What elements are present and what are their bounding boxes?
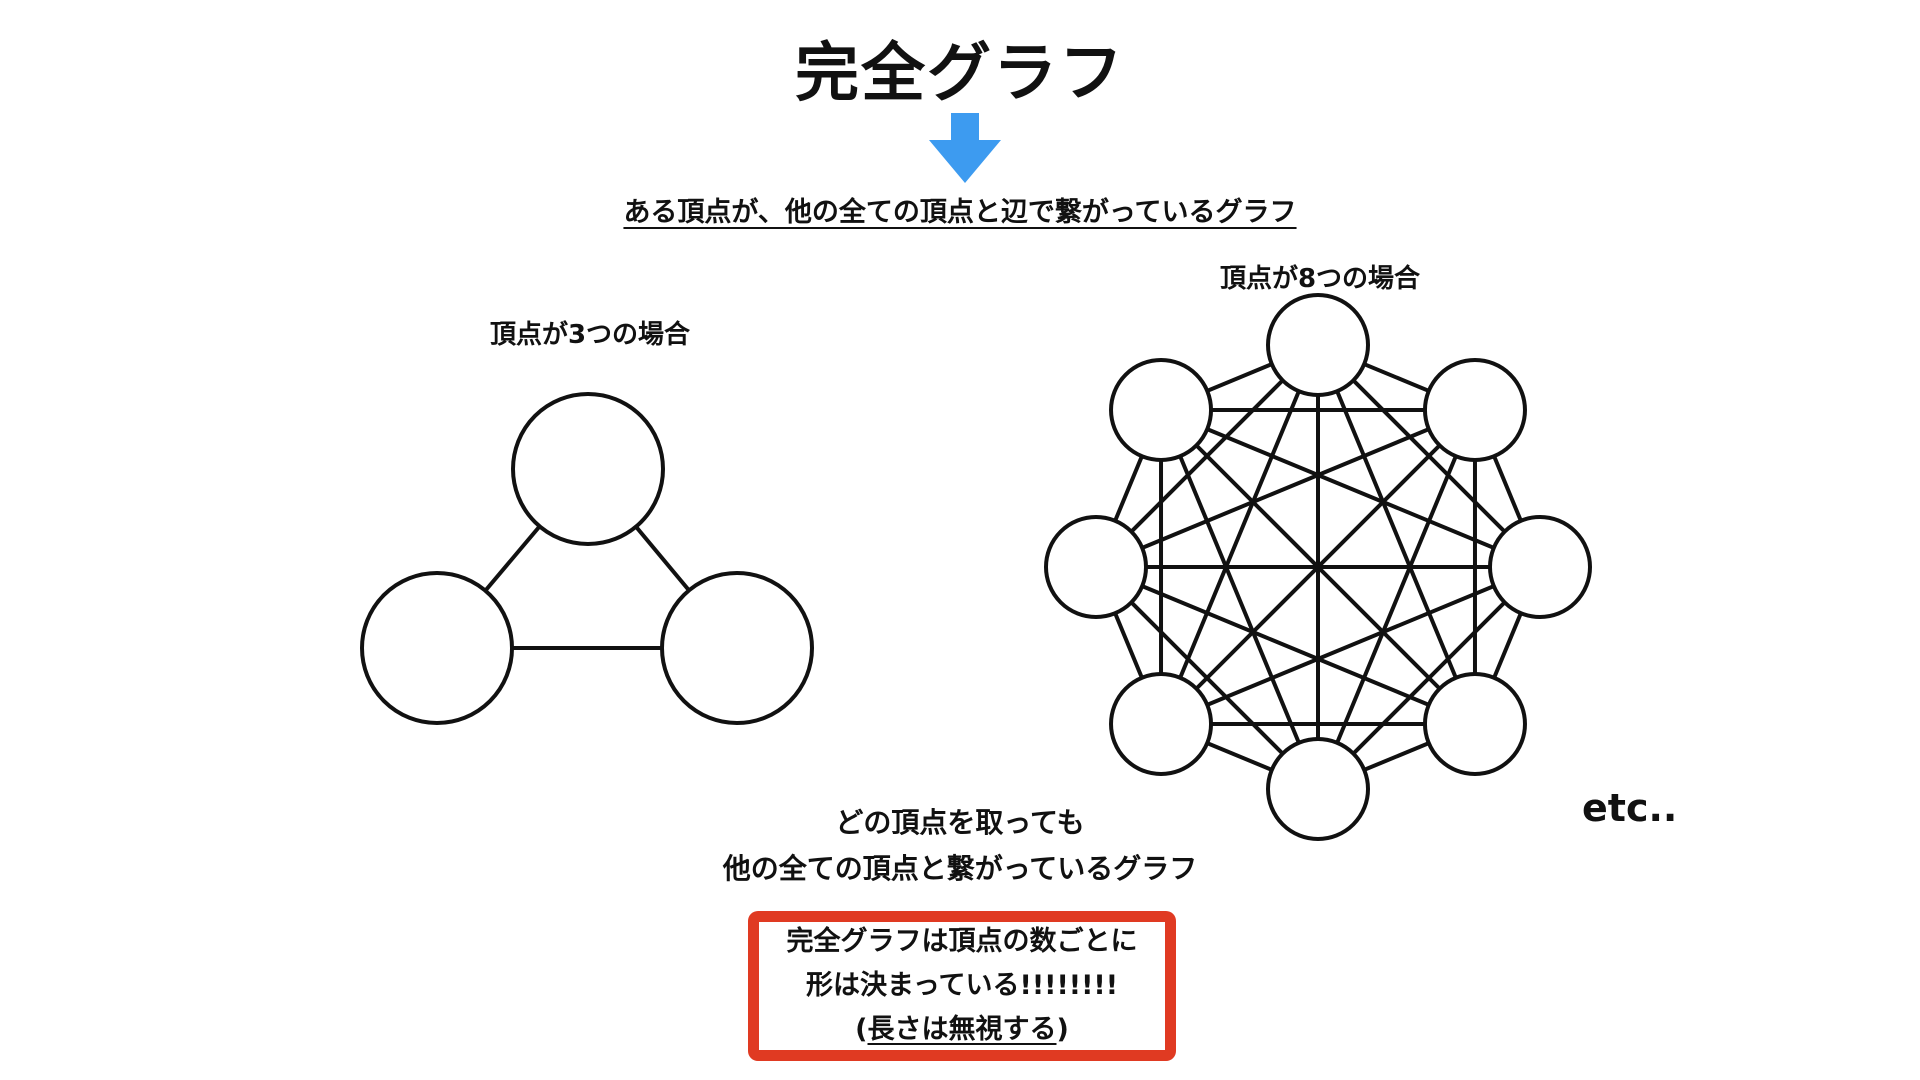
k8-edge	[1160, 408, 1541, 569]
note-underlined-text: 長さは無視する	[867, 1014, 1057, 1045]
page-title: 完全グラフ	[795, 37, 1125, 111]
summary-line-1: どの頂点を取っても	[835, 806, 1085, 839]
k8-edge	[1094, 565, 1320, 791]
k3-vertex	[360, 571, 514, 725]
complete-graph-k8	[1044, 293, 1592, 841]
k8-vertex	[1044, 515, 1148, 619]
k8-vertex	[1422, 358, 1527, 463]
k3-vertex	[511, 392, 665, 546]
k8-vertex	[1422, 671, 1527, 776]
k8-vertex	[1266, 737, 1370, 841]
k8-edge	[1159, 408, 1477, 726]
k8-vertex	[1266, 293, 1370, 397]
k3-vertex	[660, 571, 814, 725]
definition-text: ある頂点が、他の全ての頂点と辺で繋がっているグラフ	[623, 197, 1297, 228]
k3-label: 頂点が3つの場合	[489, 320, 691, 350]
k8-edge	[1159, 409, 1320, 790]
note-line-2: 形は決まっている!!!!!!!!	[805, 970, 1119, 1001]
k8-label: 頂点が8つの場合	[1219, 264, 1421, 294]
note-line-1: 完全グラフは頂点の数ごとに	[786, 926, 1138, 957]
etc-label: etc..	[1582, 786, 1678, 830]
summary-line-2: 他の全ての頂点と繋がっているグラフ	[722, 852, 1198, 885]
k8-vertex	[1109, 671, 1214, 776]
note-line-3: (長さは無視する)	[855, 1014, 1069, 1045]
arrow-down-icon	[929, 113, 1001, 183]
k8-vertex	[1488, 515, 1592, 619]
k8-vertex	[1109, 358, 1214, 463]
note-box: 完全グラフは頂点の数ごとに 形は決まっている!!!!!!!! (長さは無視する)	[748, 911, 1176, 1061]
complete-graph-k3	[360, 392, 814, 725]
summary-text: どの頂点を取っても 他の全ての頂点と繋がっているグラフ	[0, 800, 1920, 892]
